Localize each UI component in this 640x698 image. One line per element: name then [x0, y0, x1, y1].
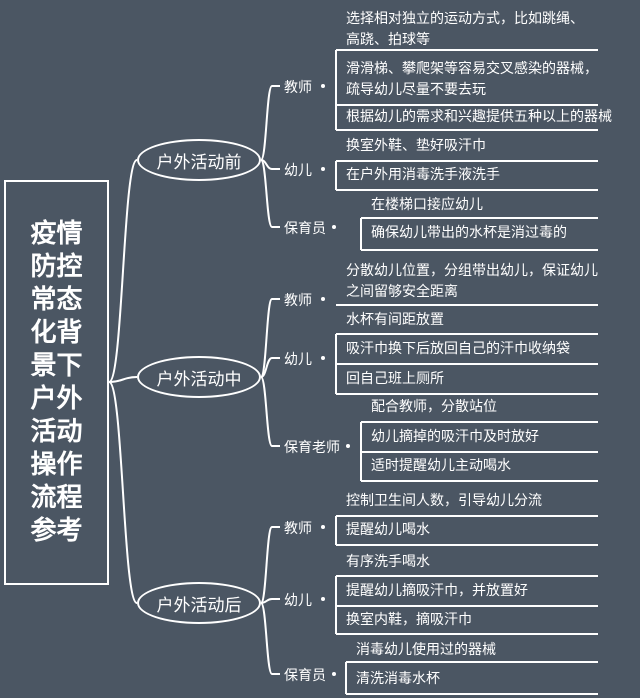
- leaf-text: 高跷、拍球等: [346, 32, 430, 48]
- phase-to-role-connector: [260, 298, 273, 378]
- leaf-text: 之间留够安全距离: [346, 284, 458, 300]
- leaf-text: 幼儿摘掉的吸汗巾及时放好: [371, 429, 539, 445]
- phase-node: 户外活动中: [137, 356, 261, 398]
- phase-to-role-connector: [260, 85, 273, 161]
- root-title: 疫情防控常态化背景下户外活动操作流程参考: [30, 218, 83, 546]
- phase-to-role-connector: [260, 376, 273, 447]
- role-dot: [321, 356, 325, 360]
- phase-to-role-connector: [260, 357, 273, 378]
- leaf-text: 在户外用消毒洗手液洗手: [346, 167, 500, 183]
- role-label: 保育员: [284, 221, 326, 237]
- role-dot: [332, 225, 336, 229]
- leaf-text: 控制卫生间人数，引导幼儿分流: [346, 493, 542, 509]
- leaf-text: 消毒幼儿使用过的器械: [356, 642, 496, 658]
- phase-node: 户外活动前: [137, 139, 261, 181]
- phase-to-role-connector: [260, 159, 273, 228]
- leaf-text: 分散幼儿位置，分组带出幼儿，保证幼儿: [346, 263, 598, 279]
- leaf-text: 在楼梯口接应幼儿: [371, 197, 483, 213]
- leaf-text: 选择相对独立的运动方式，比如跳绳、: [346, 11, 584, 27]
- leaf-text: 适时提醒幼儿主动喝水: [371, 458, 511, 474]
- leaf-text: 提醒幼儿摘吸汗巾，并放置好: [346, 583, 528, 599]
- role-dot: [321, 597, 325, 601]
- role-dot: [332, 672, 336, 676]
- root-to-phase-connector: [108, 376, 138, 383]
- leaf-text: 滑滑梯、攀爬架等容易交叉感染的器械，: [346, 61, 598, 77]
- role-label: 幼儿: [284, 163, 312, 179]
- role-dot: [321, 167, 325, 171]
- role-dot: [321, 84, 325, 88]
- root-to-phase-connector: [108, 381, 138, 604]
- role-label: 教师: [284, 80, 312, 96]
- phase-to-role-connector: [260, 526, 273, 604]
- role-dot: [321, 525, 325, 529]
- role-label: 教师: [284, 293, 312, 309]
- phase-to-role-connector: [260, 602, 273, 675]
- phase-node: 户外活动后: [137, 582, 261, 624]
- leaf-text: 根据幼儿的需求和兴趣提供五种以上的器械: [346, 109, 612, 125]
- leaf-text: 换室内鞋，摘吸汗巾: [346, 612, 472, 628]
- role-label: 教师: [284, 521, 312, 537]
- role-label: 幼儿: [284, 352, 312, 368]
- leaf-text: 疏导幼儿尽量不要去玩: [346, 82, 486, 98]
- leaf-text: 提醒幼儿喝水: [346, 522, 430, 538]
- role-label: 幼儿: [284, 593, 312, 609]
- leaf-text: 确保幼儿带出的水杯是消过毒的: [371, 225, 567, 241]
- leaf-text: 配合教师，分散站位: [371, 399, 497, 415]
- role-dot: [321, 297, 325, 301]
- leaf-text: 回自己班上厕所: [346, 371, 444, 387]
- root-topic: 疫情防控常态化背景下户外活动操作流程参考: [4, 180, 109, 585]
- leaf-text: 换室外鞋、垫好吸汗巾: [346, 138, 486, 154]
- leaf-text: 有序洗手喝水: [346, 554, 430, 570]
- role-label: 保育老师: [284, 440, 340, 456]
- leaf-text: 清洗消毒水杯: [356, 671, 440, 687]
- role-label: 保育员: [284, 668, 326, 684]
- role-dot: [346, 444, 350, 448]
- leaf-text: 吸汗巾换下后放回自己的汗巾收纳袋: [346, 341, 570, 357]
- phase-label: 户外活动前: [156, 152, 242, 173]
- phase-label: 户外活动中: [156, 369, 242, 390]
- leaf-text: 水杯有间距放置: [346, 312, 444, 328]
- root-to-phase-connector: [108, 159, 138, 383]
- phase-label: 户外活动后: [156, 595, 242, 616]
